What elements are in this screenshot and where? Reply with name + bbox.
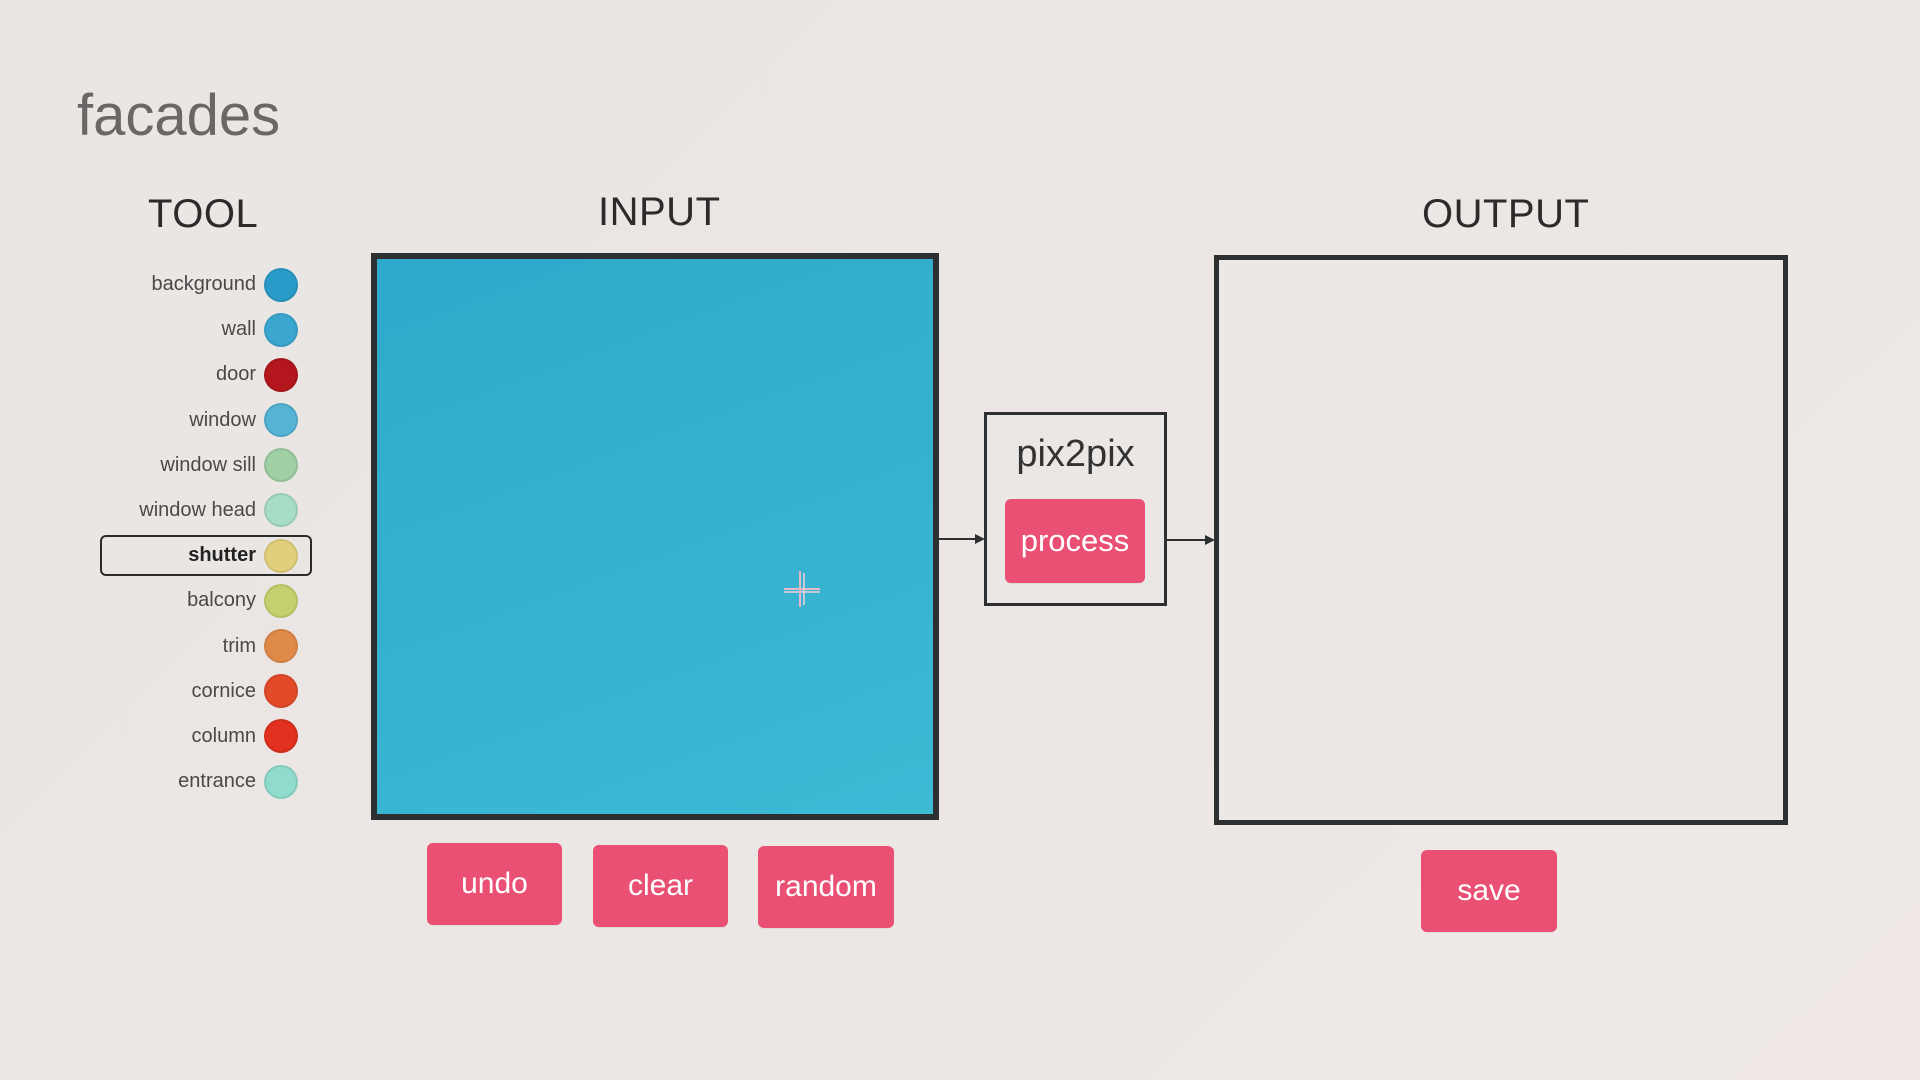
tool-label: entrance (178, 770, 256, 793)
color-swatch (264, 312, 298, 347)
input-heading: INPUT (598, 190, 721, 234)
tool-item-window[interactable]: window (100, 400, 312, 441)
arrow-to-output-icon (1167, 535, 1215, 545)
tool-item-entrance[interactable]: entrance (100, 761, 312, 802)
tool-label: window head (139, 498, 256, 521)
save-button[interactable]: save (1421, 850, 1557, 932)
tool-item-shutter[interactable]: shutter (100, 535, 312, 577)
arrow-to-model-icon (939, 534, 985, 544)
tool-label: wall (221, 318, 256, 341)
tool-heading: TOOL (148, 192, 259, 236)
tool-item-column[interactable]: column (100, 716, 312, 757)
color-swatch (264, 629, 298, 663)
tool-label: column (191, 724, 256, 747)
model-name: pix2pix (1016, 433, 1135, 475)
tool-item-window-sill[interactable]: window sill (100, 445, 312, 486)
tool-palette: background wall door window window sill … (100, 264, 312, 806)
color-swatch (264, 448, 298, 483)
input-canvas[interactable] (371, 253, 939, 820)
app-title: facades (77, 83, 281, 148)
tool-label: background (151, 273, 256, 295)
color-swatch (264, 583, 298, 618)
color-swatch (264, 719, 298, 754)
tool-item-window-head[interactable]: window head (100, 490, 312, 531)
random-button[interactable]: random (758, 846, 894, 928)
tool-label: shutter (188, 544, 256, 567)
tool-item-background[interactable]: background (100, 264, 312, 305)
tool-label: door (215, 363, 256, 386)
model-box: pix2pix process (984, 412, 1167, 606)
tool-label: balcony (187, 589, 256, 612)
tool-item-cornice[interactable]: cornice (100, 671, 312, 712)
color-swatch (264, 403, 298, 438)
tool-item-balcony[interactable]: balcony (100, 580, 312, 621)
output-heading: OUTPUT (1422, 192, 1590, 236)
color-swatch (264, 357, 298, 392)
undo-button[interactable]: undo (427, 843, 562, 925)
tool-item-trim[interactable]: trim (100, 626, 312, 667)
color-swatch (264, 538, 298, 573)
tool-item-door[interactable]: door (100, 354, 312, 395)
color-swatch (264, 674, 298, 709)
tool-label: window sill (160, 453, 256, 476)
output-canvas (1214, 255, 1788, 825)
color-swatch (264, 493, 298, 528)
process-button[interactable]: process (1005, 499, 1145, 583)
clear-button[interactable]: clear (593, 845, 728, 927)
tool-label: cornice (191, 679, 256, 702)
crosshair-cursor-icon (784, 571, 820, 607)
tool-label: window (189, 408, 256, 431)
color-swatch (264, 267, 298, 302)
color-swatch (264, 764, 298, 799)
tool-item-wall[interactable]: wall (100, 309, 312, 350)
tool-label: trim (222, 634, 256, 657)
